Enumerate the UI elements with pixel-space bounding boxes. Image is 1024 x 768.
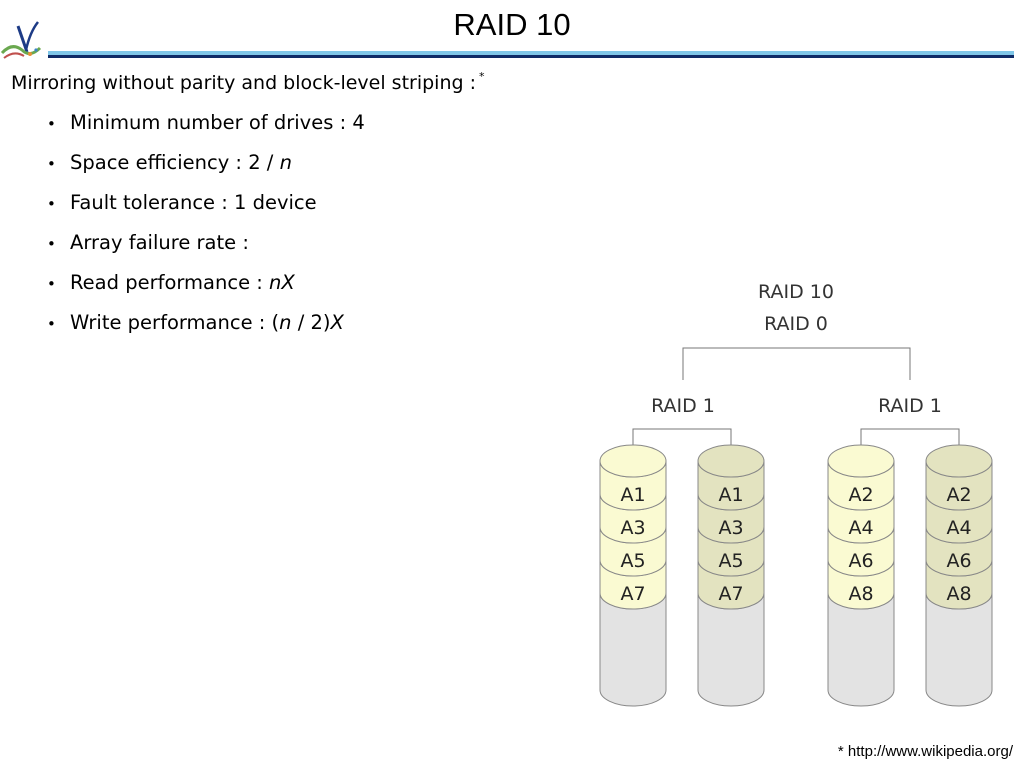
bullet-dot: • bbox=[47, 275, 56, 293]
bullet-text: Read performance : bbox=[70, 271, 270, 294]
bullet-list: • Minimum number of drives : 4 • Space eff… bbox=[47, 111, 365, 351]
disk-block-label: A3 bbox=[718, 517, 743, 539]
bullet-item: • Array failure rate : bbox=[47, 231, 365, 271]
bullet-dot: • bbox=[47, 235, 56, 253]
heading: Mirroring without parity and block-level… bbox=[11, 70, 485, 94]
bullet-text: Space efficiency : 2 / bbox=[70, 151, 280, 174]
bullet-dot: • bbox=[47, 195, 56, 213]
disk-block-label: A2 bbox=[946, 484, 971, 506]
disk-top bbox=[925, 444, 993, 478]
disk-block-label: A8 bbox=[848, 583, 873, 605]
title-rule-dark bbox=[48, 55, 1014, 58]
disk-block-label: A4 bbox=[946, 517, 971, 539]
disk-top bbox=[599, 444, 667, 478]
bullet-item: • Read performance : nX bbox=[47, 271, 365, 311]
slide-title: RAID 10 bbox=[453, 7, 571, 42]
heading-text: Mirroring without parity and block-level… bbox=[11, 72, 476, 94]
bullet-italic: nX bbox=[269, 271, 295, 294]
disk-empty-body bbox=[925, 592, 993, 707]
bullet-dot: • bbox=[47, 155, 56, 173]
disk-empty-body bbox=[599, 592, 667, 707]
bullet-text: Write performance : ( bbox=[70, 311, 280, 334]
mirror-label-right: RAID 1 bbox=[878, 395, 942, 417]
footnote: * http://www.wikipedia.org/ bbox=[837, 743, 1013, 760]
disk-block-label: A1 bbox=[718, 484, 743, 506]
bullet-item: • Minimum number of drives : 4 bbox=[47, 111, 365, 151]
bullet-item: • Space efficiency : 2 / n bbox=[47, 151, 365, 191]
disk-top bbox=[827, 444, 895, 478]
bullet-italic: n bbox=[279, 151, 292, 174]
bullet-item: • Fault tolerance : 1 device bbox=[47, 191, 365, 231]
bullet-item: • Write performance : (n / 2)X bbox=[47, 311, 365, 351]
disk-block-label: A5 bbox=[620, 550, 645, 572]
mirror-label-left: RAID 1 bbox=[651, 395, 715, 417]
disk-empty-body bbox=[697, 592, 765, 707]
disk-block-label: A7 bbox=[620, 583, 645, 605]
bullet-text: Fault tolerance : 1 device bbox=[70, 191, 317, 214]
disk-block-label: A1 bbox=[620, 484, 645, 506]
disk-block-label: A4 bbox=[848, 517, 873, 539]
disk-block-label: A5 bbox=[718, 550, 743, 572]
bullet-dot: • bbox=[47, 115, 56, 133]
bullet-text: Minimum number of drives : 4 bbox=[70, 111, 365, 134]
disk-block-label: A7 bbox=[718, 583, 743, 605]
bullet-italic: X bbox=[330, 311, 344, 334]
bullet-dot: • bbox=[47, 315, 56, 333]
disk-empty-body bbox=[827, 592, 895, 707]
disk-top bbox=[697, 444, 765, 478]
title-rule-light bbox=[48, 51, 1014, 55]
disk-block-label: A6 bbox=[946, 550, 971, 572]
logo bbox=[0, 20, 48, 64]
bullet-text: / 2) bbox=[291, 311, 331, 334]
logo-icon bbox=[0, 21, 42, 59]
disk-block-label: A2 bbox=[848, 484, 873, 506]
disk-block-label: A8 bbox=[946, 583, 971, 605]
diagram-top-label: RAID 10 bbox=[758, 281, 834, 303]
diagram-stripe-label: RAID 0 bbox=[764, 313, 828, 335]
disk-block-label: A3 bbox=[620, 517, 645, 539]
bullet-text: Array failure rate : bbox=[70, 231, 249, 254]
heading-footnote-marker: * bbox=[479, 70, 485, 83]
disk-block-label: A6 bbox=[848, 550, 873, 572]
bullet-italic: n bbox=[279, 311, 292, 334]
stripe-connector bbox=[682, 347, 911, 380]
